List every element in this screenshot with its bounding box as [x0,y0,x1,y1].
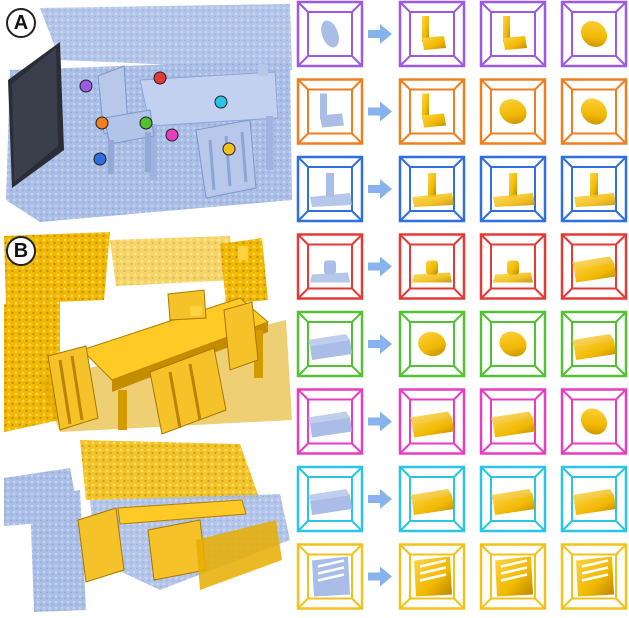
input-box-purple [298,2,362,66]
input-box-cyan [298,467,362,531]
output-box-green-3 [562,312,626,376]
output-box-magenta-1 [400,390,464,454]
output-box-green-2 [481,312,545,376]
input-box-green [298,312,362,376]
grid-row-magenta [298,390,626,454]
scene-a-scan [6,4,292,222]
output-box-cyan-2 [481,467,545,531]
output-box-cyan-3 [562,467,626,531]
marker-red [154,72,166,84]
marker-yellow [223,143,235,155]
output-box-red-3 [562,235,626,299]
arrow-icon [368,257,392,277]
arrow-icon [368,412,392,432]
output-box-orange-2 [481,80,545,144]
marker-purple [80,80,92,92]
grid-row-green [298,312,626,376]
grid-row-orange [298,80,626,144]
output-box-cyan-1 [400,467,464,531]
output-box-yellow-3 [562,545,626,609]
arrow-icon [368,179,392,199]
marker-blue [94,153,106,165]
output-box-blue-3 [562,157,626,221]
panel-b-label: B [6,236,36,266]
comparison-grid [298,2,626,609]
output-box-red-1 [400,235,464,299]
grid-row-purple [298,2,626,66]
output-box-purple-3 [562,2,626,66]
input-box-yellow [298,545,362,609]
scene-b-reconstruction [4,232,292,434]
grid-row-yellow [298,545,626,609]
arrow-icon [368,489,392,509]
marker-magenta [166,129,178,141]
input-box-red [298,235,362,299]
arrow-icon [368,567,392,587]
output-box-yellow-2 [481,545,545,609]
output-box-purple-1 [400,2,464,66]
grid-row-red [298,235,626,299]
input-box-orange [298,80,362,144]
input-box-magenta [298,390,362,454]
marker-cyan [215,96,227,108]
output-box-blue-2 [481,157,545,221]
panel-a-label: A [6,8,36,38]
arrow-icon [368,102,392,122]
output-box-magenta-3 [562,390,626,454]
output-box-orange-1 [400,80,464,144]
input-box-blue [298,157,362,221]
grid-row-cyan [298,467,626,531]
output-box-orange-3 [562,80,626,144]
marker-green [140,117,152,129]
output-box-yellow-1 [400,545,464,609]
scene-c-overlay [4,440,290,612]
output-box-blue-1 [400,157,464,221]
output-box-red-2 [481,235,545,299]
output-box-purple-2 [481,2,545,66]
output-box-magenta-2 [481,390,545,454]
grid-row-blue [298,157,626,221]
arrow-icon [368,24,392,44]
output-box-green-1 [400,312,464,376]
marker-orange [96,117,108,129]
arrow-icon [368,334,392,354]
